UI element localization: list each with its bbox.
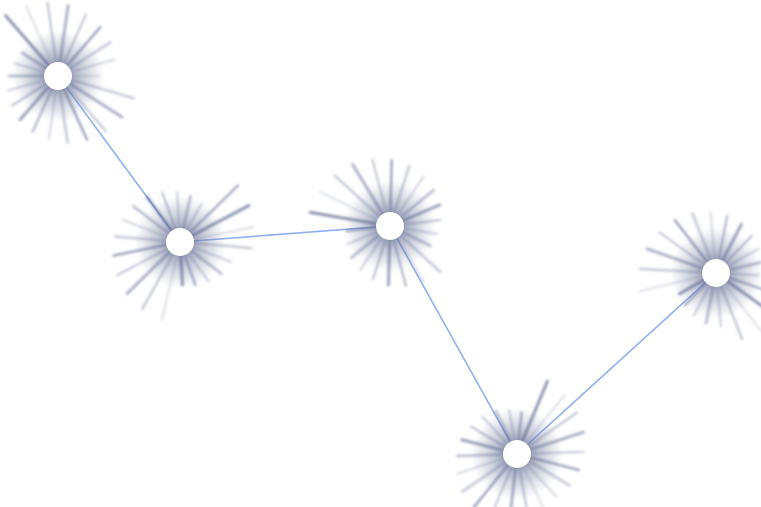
node-dot[interactable] [503, 440, 531, 468]
node-n1[interactable] [4, 1, 135, 144]
node-dot[interactable] [166, 228, 194, 256]
node-dot[interactable] [44, 62, 72, 90]
node-n2[interactable] [112, 184, 255, 321]
node-n3[interactable] [308, 158, 442, 287]
node-n5[interactable] [638, 211, 761, 341]
node-dot[interactable] [702, 259, 730, 287]
nodes-layer [4, 1, 761, 507]
node-n4[interactable] [456, 379, 585, 507]
node-dot[interactable] [376, 212, 404, 240]
